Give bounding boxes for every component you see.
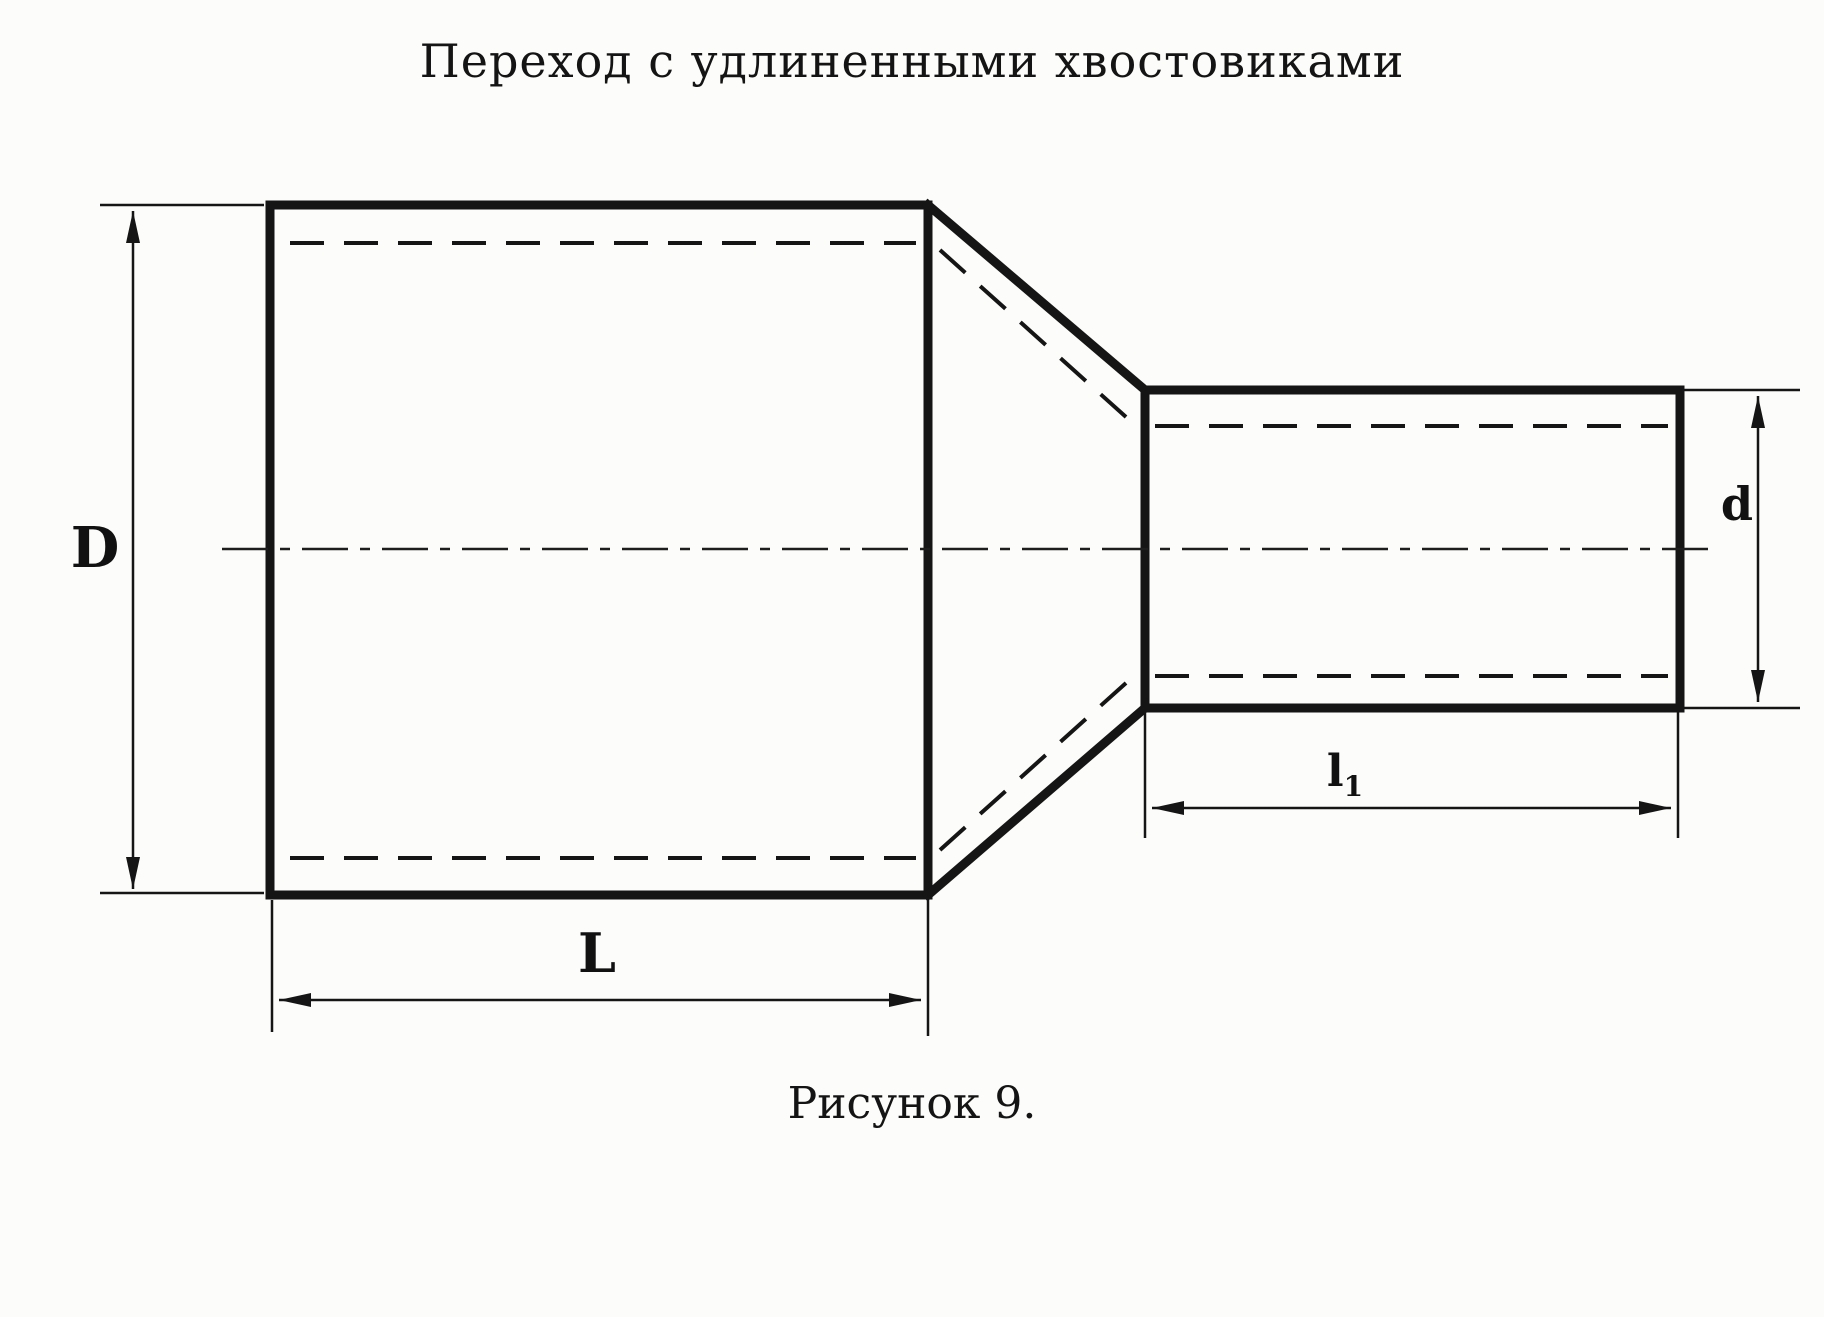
extension-lines — [100, 203, 1800, 1036]
large-length-label: L — [578, 921, 616, 985]
small-length-label: l1 — [1327, 746, 1363, 803]
large-diameter-label: D — [71, 515, 120, 581]
dimension-lines — [126, 211, 1765, 1007]
cone-inner-bottom-line — [938, 672, 1138, 852]
small-diameter-label: d — [1721, 477, 1753, 531]
cone-bottom-edge — [921, 701, 1152, 902]
inner-wall-dashed-lines — [290, 241, 1668, 860]
cone-inner-top-line — [938, 248, 1138, 428]
cone-top-edge — [921, 198, 1152, 397]
figure-caption: Рисунок 9. — [787, 1078, 1037, 1129]
drawing-title: Переход с удлиненными хвостовиками — [419, 34, 1405, 88]
small-length-label-subscript: 1 — [1344, 770, 1363, 803]
small-length-label-base: l — [1327, 746, 1344, 797]
